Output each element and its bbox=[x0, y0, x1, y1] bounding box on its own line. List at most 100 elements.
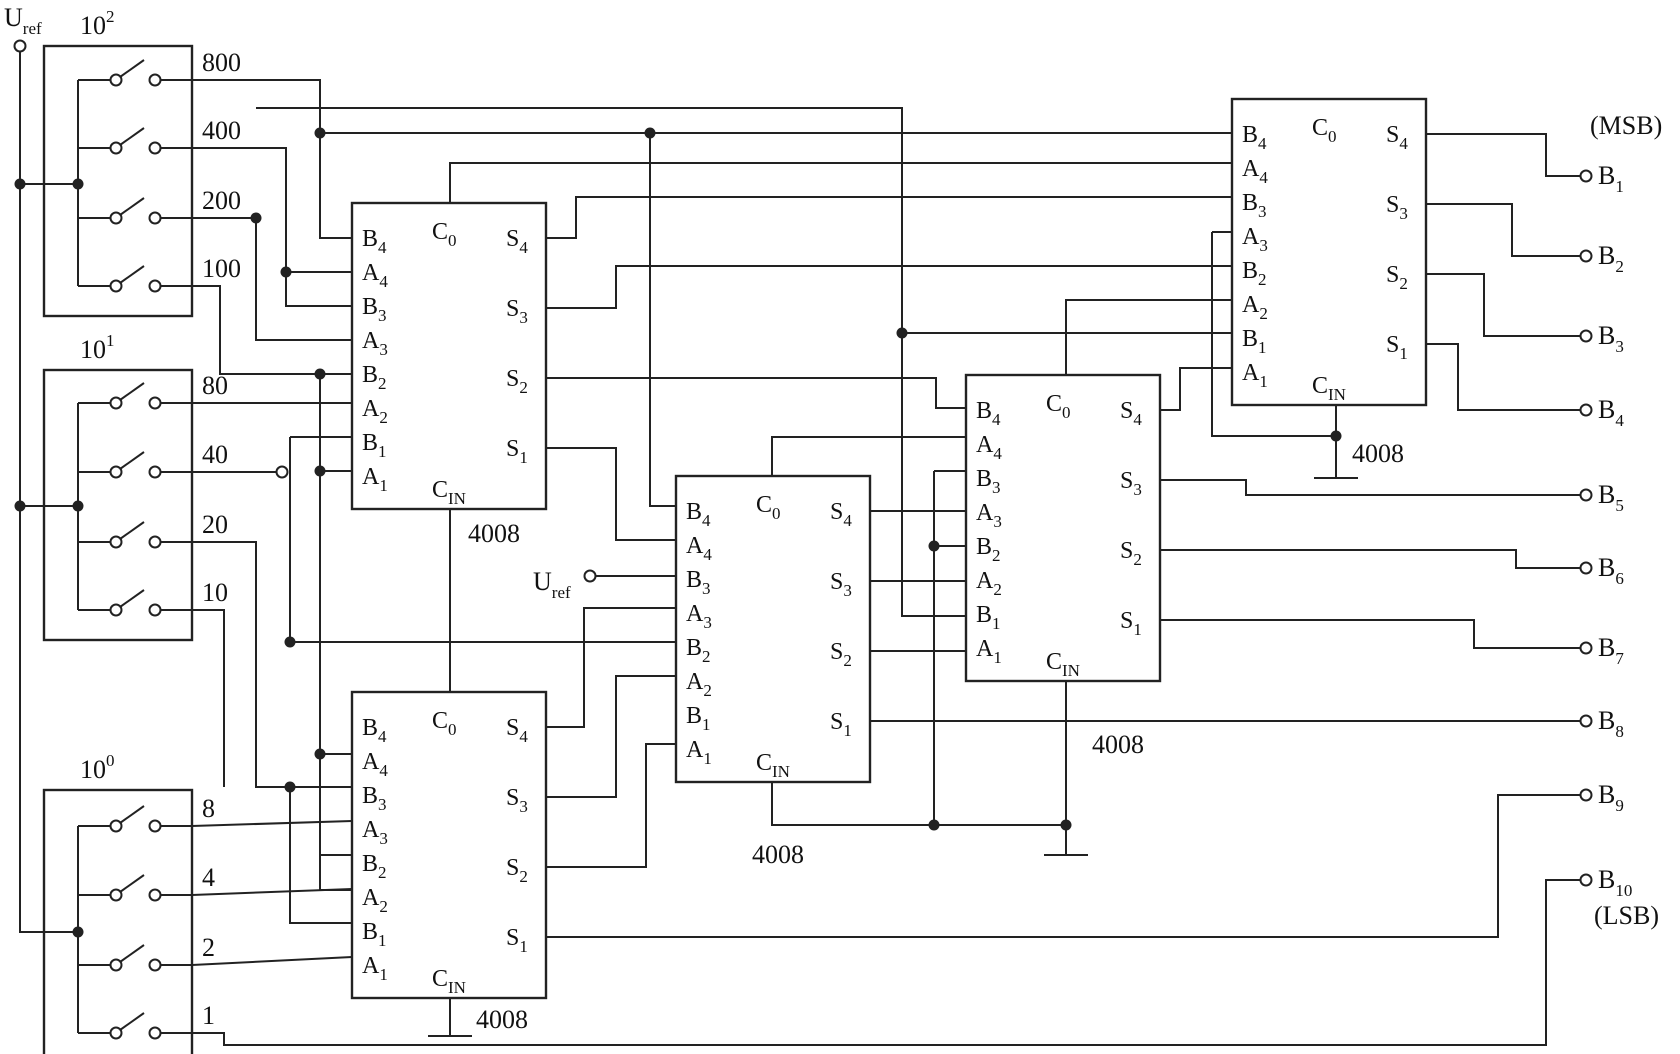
pin-s4: S4 bbox=[1120, 398, 1142, 429]
wire bbox=[771, 782, 1066, 826]
wire bbox=[192, 147, 352, 307]
pin-a1: A1 bbox=[976, 636, 1002, 667]
switch-blade bbox=[119, 382, 145, 401]
terminal-circle bbox=[1579, 249, 1593, 263]
pin-a4: A4 bbox=[686, 533, 712, 564]
wire bbox=[192, 285, 352, 375]
terminal-circle bbox=[13, 39, 27, 53]
wire bbox=[1160, 367, 1232, 411]
wire bbox=[191, 820, 353, 827]
switch-blade bbox=[119, 1012, 145, 1031]
wire bbox=[1160, 619, 1580, 649]
terminal-circle bbox=[1579, 169, 1593, 183]
wire bbox=[1160, 479, 1580, 496]
pin-a3: A3 bbox=[362, 817, 388, 848]
terminal-circle bbox=[148, 535, 162, 549]
weight-label: 4 bbox=[202, 863, 215, 892]
junction-dot bbox=[314, 748, 326, 760]
pin-a3: A3 bbox=[976, 500, 1002, 531]
weight-label: 200 bbox=[202, 186, 241, 215]
pin-b3: B3 bbox=[362, 294, 387, 325]
terminal-circle bbox=[148, 279, 162, 293]
wire bbox=[191, 888, 353, 896]
part-number-u4: 4008 bbox=[1092, 730, 1144, 759]
output-b3: B3 bbox=[1598, 321, 1624, 356]
switch-blade bbox=[119, 451, 145, 470]
output-b9: B9 bbox=[1598, 780, 1624, 815]
pin-a4: A4 bbox=[362, 260, 388, 291]
adder-u5-body bbox=[1230, 97, 1428, 407]
terminal-circle bbox=[1579, 403, 1593, 417]
pin-b1: B1 bbox=[362, 919, 387, 950]
pin-s1: S1 bbox=[1120, 608, 1142, 639]
wire bbox=[649, 133, 676, 507]
terminal-circle bbox=[1579, 641, 1593, 655]
pin-s3: S3 bbox=[506, 296, 528, 327]
labels: B4A4B3A3B2A2B1A1S4S3S2S1C0CINB4A4B3A3B2A… bbox=[4, 3, 1662, 1034]
pin-b1: B1 bbox=[1242, 326, 1267, 357]
switch-blade bbox=[119, 944, 145, 963]
part-number-u1: 4008 bbox=[468, 519, 520, 548]
wire bbox=[191, 956, 353, 966]
pin-b2: B2 bbox=[362, 851, 387, 882]
terminal-circle bbox=[109, 958, 123, 972]
pin-s3: S3 bbox=[1120, 468, 1142, 499]
wire bbox=[192, 541, 352, 788]
terminal-circle bbox=[109, 141, 123, 155]
pin-a1: A1 bbox=[686, 737, 712, 768]
wire bbox=[546, 196, 1232, 239]
pin-s1: S1 bbox=[506, 436, 528, 467]
terminal-circle bbox=[109, 1026, 123, 1040]
terminal-circle bbox=[148, 396, 162, 410]
pin-s1: S1 bbox=[830, 709, 852, 740]
pin-c0: C0 bbox=[432, 708, 457, 739]
switch-group-label: 102 bbox=[80, 7, 115, 40]
pin-b4: B4 bbox=[362, 715, 387, 746]
pin-s2: S2 bbox=[1386, 262, 1408, 293]
pin-b3: B3 bbox=[362, 783, 387, 814]
output-b8: B8 bbox=[1598, 706, 1624, 741]
pin-a2: A2 bbox=[686, 669, 712, 700]
part-number-u5: 4008 bbox=[1352, 439, 1404, 468]
weight-label: 10 bbox=[202, 578, 228, 607]
junction-dot bbox=[72, 500, 84, 512]
terminal-circle bbox=[109, 396, 123, 410]
junction-dot bbox=[644, 127, 656, 139]
uref-bus bbox=[19, 52, 78, 933]
output-b4: B4 bbox=[1598, 395, 1624, 430]
terminal-circle bbox=[148, 958, 162, 972]
switch-blade bbox=[119, 197, 145, 216]
terminal-circle bbox=[148, 465, 162, 479]
pin-s2: S2 bbox=[1120, 538, 1142, 569]
switch-blade bbox=[119, 874, 145, 893]
pin-a2: A2 bbox=[362, 396, 388, 427]
wire bbox=[546, 794, 1580, 938]
wire bbox=[546, 743, 676, 868]
pin-b3: B3 bbox=[686, 567, 711, 598]
pin-a2: A2 bbox=[362, 885, 388, 916]
junction-dot bbox=[280, 266, 292, 278]
pin-cin: CIN bbox=[756, 750, 790, 781]
wire bbox=[1065, 299, 1232, 375]
wire bbox=[289, 787, 352, 924]
terminal-circle bbox=[148, 141, 162, 155]
wire bbox=[192, 609, 225, 787]
wire bbox=[319, 374, 352, 891]
pin-s4: S4 bbox=[830, 499, 852, 530]
switch-group-box bbox=[42, 44, 194, 318]
pin-b4: B4 bbox=[362, 226, 387, 257]
wire bbox=[546, 265, 1232, 309]
terminal-circle bbox=[583, 569, 597, 583]
terminal-circle bbox=[109, 603, 123, 617]
terminal-circle bbox=[148, 73, 162, 87]
wire bbox=[1426, 273, 1580, 337]
part-number-u3: 4008 bbox=[752, 840, 804, 869]
pin-a4: A4 bbox=[362, 749, 388, 780]
adder-u4-body bbox=[964, 373, 1162, 683]
pin-a1: A1 bbox=[1242, 360, 1268, 391]
terminal-circle bbox=[109, 535, 123, 549]
pin-b4: B4 bbox=[1242, 122, 1267, 153]
terminal-circle bbox=[1579, 488, 1593, 502]
terminal-circle bbox=[1579, 561, 1593, 575]
